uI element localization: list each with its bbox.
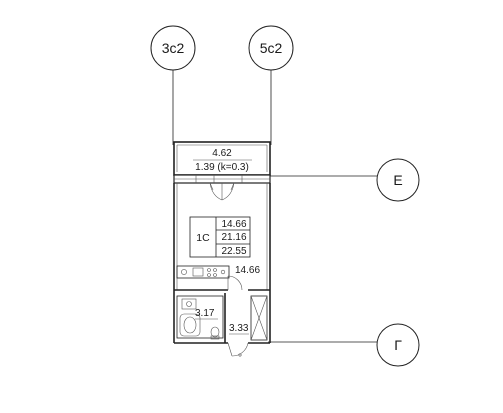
axis-label-e: Е: [393, 172, 402, 188]
living-area: 14.66: [221, 219, 246, 230]
axis-marker-g: Г: [268, 323, 420, 367]
bathroom: 3.17: [176, 293, 226, 343]
balcony-door: [209, 182, 235, 201]
partition: [174, 275, 270, 291]
axis-label-5c2: 5с2: [260, 40, 283, 56]
apartment-type: 1С: [196, 232, 210, 244]
balcony: 4.62 1.39 (k=0.3): [173, 141, 271, 176]
axis-marker-e: Е: [250, 158, 420, 202]
total-area: 21.16: [221, 232, 246, 243]
axis-label-3c2: 3с2: [162, 40, 185, 56]
hallway: 3.33: [229, 295, 268, 341]
axis-label-g: Г: [394, 337, 402, 353]
entrance: [174, 342, 270, 357]
apartment-label: 1С 14.66 21.16 22.55: [189, 216, 251, 258]
balcony-length: 4.62: [212, 148, 232, 159]
kitchen-counter: 14.66: [176, 265, 260, 279]
balcony-area: 1.39 (k=0.3): [195, 162, 249, 173]
hallway-area: 3.33: [229, 323, 249, 334]
kitchen-living-area: 14.66: [235, 265, 260, 276]
total-area-with-balcony: 22.55: [221, 246, 246, 257]
exterior-wall: [173, 174, 271, 184]
axis-marker-3c2: 3с2: [150, 25, 196, 145]
room-walls: [173, 183, 271, 343]
axis-marker-5c2: 5с2: [248, 25, 294, 145]
bathroom-area: 3.17: [195, 308, 215, 319]
